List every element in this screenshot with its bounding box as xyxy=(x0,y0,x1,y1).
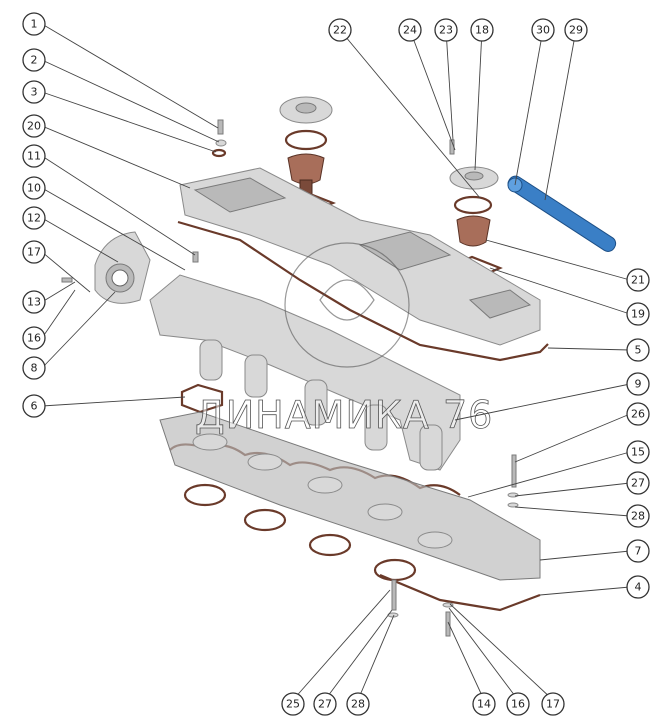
callout-12: 12 xyxy=(22,206,46,230)
svg-text:13: 13 xyxy=(27,296,41,309)
svg-text:17: 17 xyxy=(546,698,560,711)
tube-part xyxy=(507,175,617,252)
callout-27-bottom: 27 xyxy=(313,692,337,716)
lower-manifold xyxy=(159,411,541,581)
svg-text:22: 22 xyxy=(333,24,347,37)
svg-text:28: 28 xyxy=(631,510,645,523)
svg-text:5: 5 xyxy=(635,344,642,357)
svg-text:30: 30 xyxy=(536,24,550,37)
svg-text:1: 1 xyxy=(31,18,38,31)
svg-text:25: 25 xyxy=(286,698,300,711)
callout-26: 26 xyxy=(626,402,650,426)
callout-14: 14 xyxy=(472,692,496,716)
svg-text:4: 4 xyxy=(635,581,642,594)
gasket-6 xyxy=(180,383,224,414)
svg-text:10: 10 xyxy=(27,182,41,195)
callout-3: 3 xyxy=(22,80,46,104)
flange-part xyxy=(94,231,151,304)
callout-17-left: 17 xyxy=(22,240,46,264)
svg-text:26: 26 xyxy=(631,408,645,421)
svg-text:23: 23 xyxy=(439,24,453,37)
callout-5: 5 xyxy=(626,338,650,362)
callout-19: 19 xyxy=(626,302,650,326)
svg-text:19: 19 xyxy=(631,308,645,321)
svg-text:24: 24 xyxy=(403,24,417,37)
callout-25: 25 xyxy=(281,692,305,716)
parts-illustration xyxy=(61,96,617,637)
svg-text:7: 7 xyxy=(635,545,642,558)
svg-text:29: 29 xyxy=(569,24,583,37)
callout-18: 18 xyxy=(470,18,494,42)
svg-text:8: 8 xyxy=(31,362,38,375)
small-fasteners xyxy=(61,119,519,637)
callout-15: 15 xyxy=(626,440,650,464)
callout-20: 20 xyxy=(22,114,46,138)
callout-27-right: 27 xyxy=(626,471,650,495)
svg-text:18: 18 xyxy=(475,24,489,37)
svg-text:11: 11 xyxy=(27,150,41,163)
manifold xyxy=(149,274,461,471)
svg-text:16: 16 xyxy=(511,698,525,711)
callout-21: 21 xyxy=(626,268,650,292)
callout-8: 8 xyxy=(22,356,46,380)
callout-16-bottom: 16 xyxy=(506,692,530,716)
svg-text:28: 28 xyxy=(351,698,365,711)
svg-text:6: 6 xyxy=(31,400,38,413)
svg-text:3: 3 xyxy=(31,86,38,99)
callout-9: 9 xyxy=(626,372,650,396)
svg-text:9: 9 xyxy=(635,378,642,391)
svg-text:15: 15 xyxy=(631,446,645,459)
callout-17-bottom: 17 xyxy=(541,692,565,716)
callout-28-right: 28 xyxy=(626,504,650,528)
callout-11: 11 xyxy=(22,144,46,168)
svg-text:27: 27 xyxy=(631,477,645,490)
callout-13: 13 xyxy=(22,290,46,314)
callout-28-bottom: 28 xyxy=(346,692,370,716)
svg-text:20: 20 xyxy=(27,120,41,133)
svg-text:14: 14 xyxy=(477,698,491,711)
callout-23: 23 xyxy=(434,18,458,42)
thermostat-cover-left xyxy=(275,96,337,216)
upper-housing xyxy=(179,167,541,346)
callout-29: 29 xyxy=(564,18,588,42)
callout-24: 24 xyxy=(398,18,422,42)
callout-16-left: 16 xyxy=(22,326,46,350)
svg-text:27: 27 xyxy=(318,698,332,711)
callout-7: 7 xyxy=(626,539,650,563)
callout-22: 22 xyxy=(328,18,352,42)
gasket-5 xyxy=(177,220,549,362)
svg-text:12: 12 xyxy=(27,212,41,225)
svg-text:2: 2 xyxy=(31,54,38,67)
svg-text:17: 17 xyxy=(27,246,41,259)
svg-text:16: 16 xyxy=(27,332,41,345)
watermark-logo xyxy=(284,242,410,368)
callout-2: 2 xyxy=(22,48,46,72)
leader-lines xyxy=(41,23,631,701)
callout-30: 30 xyxy=(531,18,555,42)
callout-4: 4 xyxy=(626,575,650,599)
callout-6: 6 xyxy=(22,394,46,418)
svg-text:21: 21 xyxy=(631,274,645,287)
callout-10: 10 xyxy=(22,176,46,200)
callout-1: 1 xyxy=(22,12,46,36)
watermark-text: ДИНАМИКА 76 xyxy=(195,393,493,437)
